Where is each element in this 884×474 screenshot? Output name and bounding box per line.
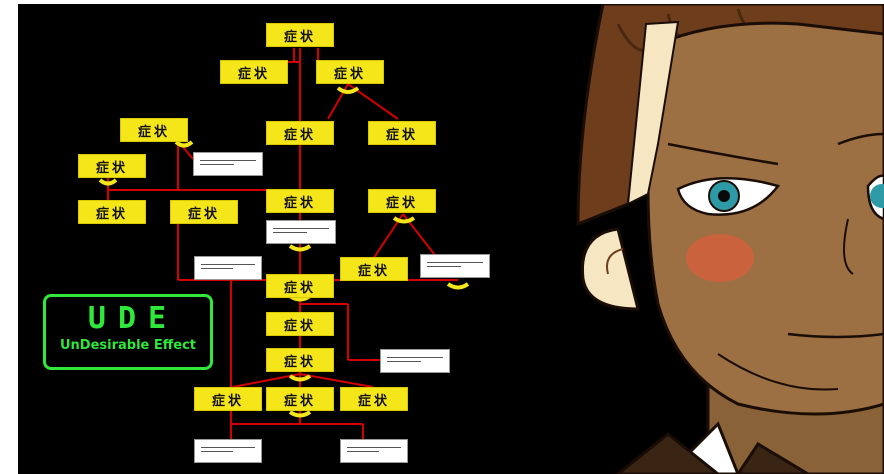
ude-title: UDE [87, 301, 179, 336]
symptom-node: 症状 [340, 257, 408, 281]
symptom-node: 症状 [194, 387, 262, 411]
note-card [194, 439, 262, 463]
ude-subtitle: UnDesirable Effect [59, 338, 197, 353]
video-frame: 症状 症状 症状 症状 症状 症状 症状 症状 症状 症状 症状 症状 症状 症… [18, 4, 884, 474]
ude-label-box: UDE UnDesirable Effect [43, 294, 213, 370]
note-card [266, 220, 336, 244]
symptom-node: 症状 [266, 312, 334, 336]
symptom-node: 症状 [368, 189, 436, 213]
symptom-node: 症状 [316, 60, 384, 84]
note-card [340, 439, 408, 463]
symptom-node: 症状 [266, 23, 334, 47]
symptom-node: 症状 [78, 200, 146, 224]
cartoon-character-illustration [576, 4, 884, 474]
symptom-node: 症状 [266, 348, 334, 372]
symptom-node: 症状 [266, 387, 334, 411]
symptom-node: 症状 [368, 121, 436, 145]
symptom-node: 症状 [266, 274, 334, 298]
symptom-node: 症状 [266, 189, 334, 213]
symptom-node: 症状 [220, 60, 288, 84]
note-card [420, 254, 490, 278]
symptom-node: 症状 [340, 387, 408, 411]
note-card [193, 152, 263, 176]
note-card [380, 349, 450, 373]
symptom-node: 症状 [78, 154, 146, 178]
symptom-node: 症状 [170, 200, 238, 224]
symptom-node: 症状 [120, 118, 188, 142]
symptom-node: 症状 [266, 121, 334, 145]
note-card [194, 256, 262, 280]
